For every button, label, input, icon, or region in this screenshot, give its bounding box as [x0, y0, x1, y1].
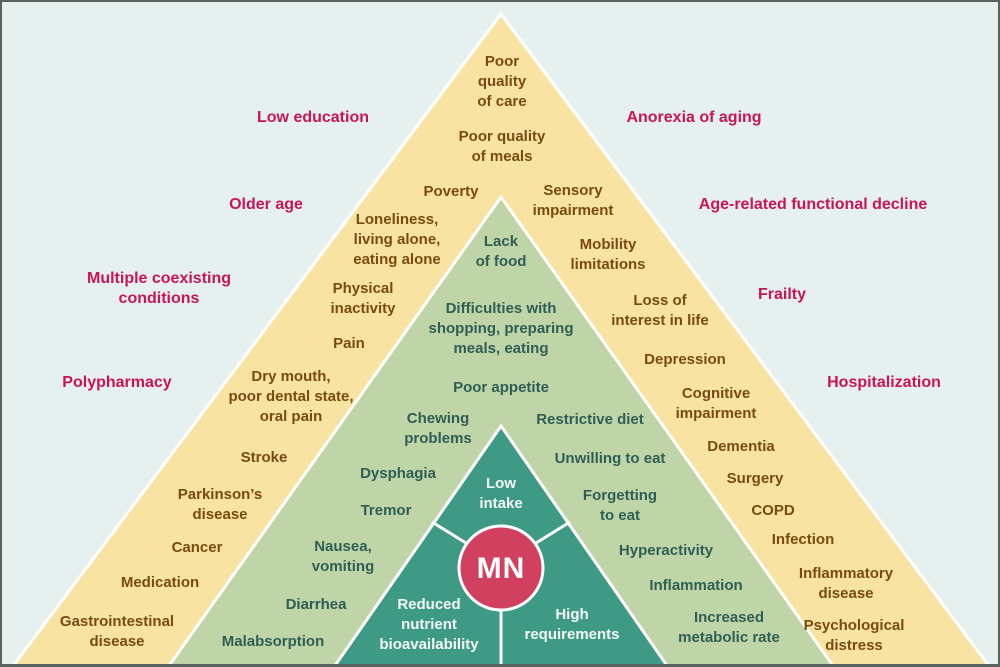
yellow-label-dementia: Dementia	[707, 438, 775, 455]
outer-label-age-related-decline: Age-related functional decline	[698, 196, 928, 213]
yellow-label-cancer: Cancer	[171, 539, 223, 556]
green-label-inflammation: Inflammation	[649, 577, 743, 594]
yellow-label-physical-inactivity: Physical inactivity	[330, 280, 396, 317]
yellow-label-gastrointestinal: Gastrointestinal disease	[59, 613, 175, 650]
yellow-label-poor-quality-care: Poor quality of care	[477, 53, 527, 110]
yellow-label-poor-quality-meals: Poor quality of meals	[458, 128, 546, 165]
outer-label-polypharmacy: Polypharmacy	[62, 374, 172, 391]
yellow-label-mobility-limitations: Mobility limitations	[570, 236, 646, 273]
yellow-label-dry-mouth: Dry mouth, poor dental state, oral pain	[228, 368, 354, 425]
divider-right	[535, 520, 571, 545]
yellow-label-loneliness: Loneliness, living alone, eating alone	[353, 211, 441, 268]
green-label-forgetting-to-eat: Forgetting to eat	[582, 487, 658, 524]
green-label-unwilling-to-eat: Unwilling to eat	[554, 450, 666, 467]
yellow-label-stroke: Stroke	[240, 449, 288, 466]
outer-label-frailty: Frailty	[757, 286, 807, 303]
yellow-label-surgery: Surgery	[726, 470, 784, 487]
yellow-label-parkinsons: Parkinson’s disease	[177, 486, 263, 523]
core-label-low-intake: Low intake	[479, 475, 523, 512]
yellow-label-pain: Pain	[333, 335, 365, 352]
green-label-dysphagia: Dysphagia	[360, 465, 436, 482]
yellow-label-copd: COPD	[751, 502, 795, 519]
yellow-label-loss-of-interest: Loss of interest in life	[611, 292, 709, 329]
yellow-label-infection: Infection	[771, 531, 835, 548]
yellow-label-medication: Medication	[120, 574, 200, 591]
green-label-difficulties: Difficulties with shopping, preparing me…	[428, 300, 574, 357]
core-label-high-requirements: High requirements	[524, 606, 620, 643]
green-label-nausea: Nausea, vomiting	[311, 538, 375, 575]
outer-label-multiple-conditions: Multiple coexisting conditions	[86, 270, 232, 307]
yellow-label-depression: Depression	[644, 351, 726, 368]
green-label-hyperactivity: Hyperactivity	[618, 542, 714, 559]
green-label-restrictive-diet: Restrictive diet	[536, 411, 644, 428]
mn-center-label: MN	[476, 552, 526, 585]
outer-label-anorexia-of-aging: Anorexia of aging	[626, 109, 762, 126]
mn-circle	[457, 524, 545, 612]
green-label-lack-of-food: Lack of food	[475, 233, 527, 270]
yellow-label-sensory-impairment: Sensory impairment	[532, 182, 614, 219]
green-label-malabsorption: Malabsorption	[221, 633, 325, 650]
green-label-poor-appetite: Poor appetite	[453, 379, 549, 396]
divider-left	[431, 520, 467, 545]
yellow-label-poverty: Poverty	[423, 183, 479, 200]
green-label-diarrhea: Diarrhea	[285, 596, 347, 613]
outer-label-low-education: Low education	[257, 109, 369, 126]
outer-label-older-age: Older age	[229, 196, 303, 213]
green-label-chewing-problems: Chewing problems	[404, 410, 472, 447]
yellow-label-cognitive-impairment: Cognitive impairment	[675, 385, 757, 422]
green-label-increased-metabolic-rate: Increased metabolic rate	[678, 609, 780, 646]
yellow-label-psychological-distress: Psychological distress	[803, 617, 905, 654]
outer-label-hospitalization: Hospitalization	[827, 374, 941, 391]
yellow-label-inflammatory-disease: Inflammatory disease	[798, 565, 894, 602]
core-label-reduced-bioavailability: Reduced nutrient bioavailability	[379, 596, 479, 653]
green-label-tremor: Tremor	[360, 502, 412, 519]
